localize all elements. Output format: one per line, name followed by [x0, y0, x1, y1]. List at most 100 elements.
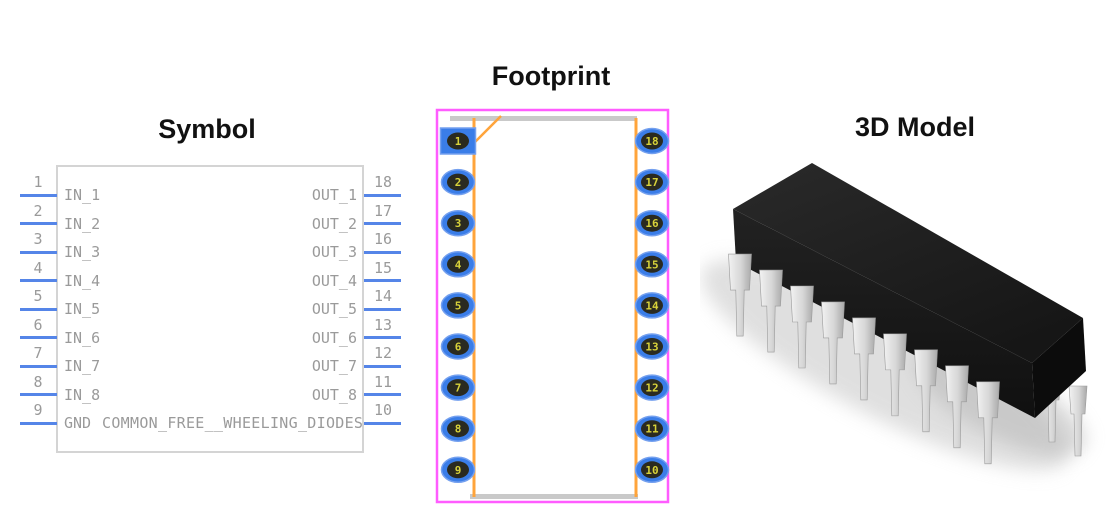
footprint-pad-number: 9 [455, 464, 462, 477]
symbol-pin-label: IN_8 [64, 385, 101, 404]
footprint-pad-number: 15 [645, 258, 658, 271]
symbol-pin-wire [20, 393, 57, 396]
symbol-pin-number: 17 [373, 201, 393, 220]
symbol-pin-number: 16 [373, 230, 393, 248]
footprint-pad: 2 [440, 168, 476, 196]
symbol-pin-label: IN_5 [64, 300, 101, 318]
chip-pin-3d [945, 365, 969, 449]
symbol-pin-label: IN_7 [64, 357, 101, 375]
symbol-pin-label: OUT_4 [311, 271, 357, 290]
symbol-pin-label: IN_4 [64, 271, 101, 290]
symbol-pin-wire [364, 336, 401, 339]
chip-pin-3d [728, 253, 752, 337]
chip-body [733, 163, 1086, 418]
footprint-pad: 17 [634, 168, 670, 196]
footprint-body-edge-top [450, 116, 637, 121]
symbol-pin-wire [20, 193, 57, 197]
chip-pin-3d [1068, 385, 1088, 457]
symbol-pin-label: GND [64, 414, 92, 432]
footprint-pad: 6 [440, 333, 476, 360]
footprint-pad: 5 [440, 292, 476, 319]
footprint-pad-number: 3 [455, 217, 462, 230]
symbol-pin-label: IN_2 [64, 214, 101, 233]
footprint-pad: 3 [440, 209, 476, 237]
symbol-pin-wire [20, 279, 57, 282]
component-name-text: COMMON_FREE__WHEELING_DIODES [102, 414, 364, 432]
footprint-pad-number: 5 [455, 299, 462, 312]
footprint-pad-number: 18 [645, 135, 658, 148]
symbol-pin-label: OUT_1 [311, 186, 357, 204]
symbol-pin-number: 1 [33, 173, 43, 191]
footprint-pad: 7 [440, 374, 476, 401]
footprint-pad-number: 8 [455, 423, 462, 436]
symbol-pin-number: 7 [33, 344, 43, 362]
footprint-pad-number: 4 [455, 258, 462, 271]
symbol-pin-label: OUT_3 [311, 243, 357, 261]
chip-pin-3d [759, 269, 783, 353]
chip-pin-3d [1042, 371, 1062, 443]
symbol-pin-number: 6 [33, 315, 43, 334]
model3d-panel-title: 3D Model [854, 112, 975, 142]
symbol-pin-number: 14 [373, 287, 393, 305]
footprint-panel-title: Footprint [491, 61, 611, 91]
symbol-pin-wire [364, 421, 401, 425]
symbol-pin-wire [20, 364, 57, 368]
footprint-pad-number: 2 [455, 176, 462, 189]
symbol-pin-wire [364, 364, 401, 368]
symbol-pin-number: 5 [33, 287, 43, 305]
symbol-pin-wire [20, 336, 57, 339]
dip-package-3d-render [701, 163, 1088, 471]
chip-pin-3d [821, 301, 845, 385]
symbol-pin-label: OUT_5 [311, 300, 357, 318]
symbol-pin-number: 3 [33, 230, 43, 248]
footprint-pad-number: 10 [645, 464, 658, 477]
chip-shadow [701, 259, 1086, 471]
symbol-pin-number: 10 [373, 401, 393, 419]
footprint-body-edge-bottom [470, 494, 638, 499]
chip-pin-3d [790, 285, 814, 369]
chip-body-top-face [733, 163, 1083, 363]
symbol-pin-label: OUT_8 [311, 385, 357, 404]
footprint-pad-number: 1 [455, 135, 462, 148]
footprint-pad-number: 7 [455, 382, 462, 395]
footprint-pad: 8 [440, 415, 476, 442]
symbol-pin-number: 18 [373, 173, 393, 191]
symbol-pin-number: 13 [373, 315, 393, 334]
symbol-pin-label: IN_3 [64, 243, 101, 261]
footprint-pad-number: 17 [645, 176, 658, 189]
symbol-pin-label: OUT_7 [311, 357, 357, 375]
symbol-pin-number: 11 [373, 372, 393, 391]
symbol-pin-number: 8 [33, 372, 43, 391]
footprint-pad: 13 [634, 333, 670, 360]
footprint-pad: 12 [634, 374, 670, 401]
footprint-pad-number: 16 [645, 217, 659, 230]
symbol-panel-title: Symbol [158, 114, 256, 144]
footprint-pad: 18 [634, 127, 670, 155]
footprint-pad-number: 6 [455, 341, 462, 354]
footprint-pad-number: 12 [645, 382, 658, 395]
symbol-pin-wire [364, 307, 401, 311]
footprint-pad: 10 [634, 456, 670, 484]
footprint-pad: 15 [634, 251, 670, 278]
symbol-pin-label: OUT_2 [311, 214, 357, 233]
chip-pin-3d [976, 381, 1000, 465]
symbol-pin-number: 12 [373, 344, 393, 362]
footprint-pad: 11 [634, 415, 670, 442]
footprint-pad-1: 1 [439, 127, 477, 155]
chip-pin-3d [883, 333, 907, 417]
chip-pin-3d [914, 349, 938, 433]
symbol-pin-number: 4 [33, 258, 43, 277]
symbol-body-outline [56, 165, 364, 453]
symbol-pin-label: IN_6 [64, 328, 101, 347]
footprint-courtyard-outline [435, 108, 670, 504]
chip-pin-3d [852, 317, 876, 401]
symbol-pin-wire [364, 250, 401, 254]
symbol-pin-label: OUT_6 [311, 328, 357, 347]
footprint-pin1-notch-marker [474, 115, 502, 143]
symbol-pin-wire [364, 222, 401, 225]
